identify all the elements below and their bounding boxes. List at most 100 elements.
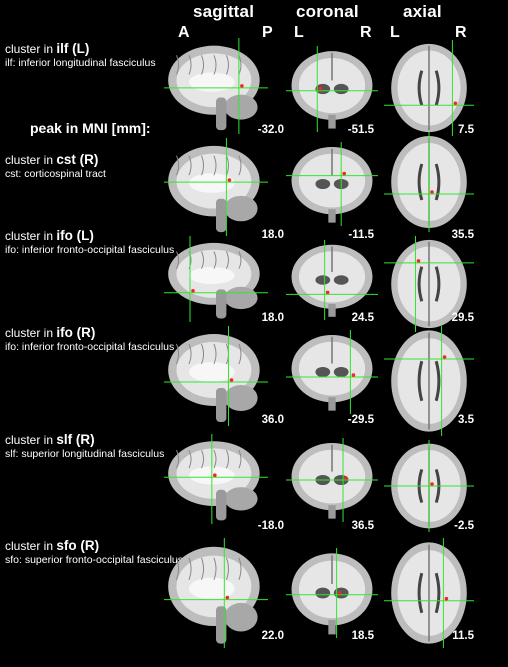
orient-sag-anterior: A xyxy=(178,24,190,41)
coord-sagittal-row-5: -18.0 xyxy=(257,520,284,532)
coord-sagittal-row-3: 18.0 xyxy=(261,312,284,324)
cluster-prefix: cluster in xyxy=(5,539,57,553)
cluster-marker xyxy=(227,178,232,182)
cluster-label-row-4: cluster in ifo (R)ifo: inferior fronto-o… xyxy=(5,326,174,354)
coord-coronal-row-5: 36.5 xyxy=(351,520,374,532)
header-axial: axial xyxy=(403,2,442,21)
coord-axial-row-5: -2.5 xyxy=(454,520,474,532)
cerebellum xyxy=(224,487,258,511)
tract-name: cst xyxy=(56,152,76,167)
cluster-marker xyxy=(416,259,421,263)
cluster-marker xyxy=(344,476,348,480)
sagittal-slice-row-2 xyxy=(164,138,268,236)
sagittal-slice-row-3 xyxy=(164,236,268,322)
cerebellum xyxy=(224,286,258,310)
hemisphere: (R) xyxy=(72,325,96,340)
coord-axial-row-2: 35.5 xyxy=(451,229,474,241)
header-coronal: coronal xyxy=(296,2,359,21)
coord-sagittal-row-6: 22.0 xyxy=(261,630,284,642)
coord-axial-row-1: 7.5 xyxy=(458,124,474,136)
brainstem xyxy=(216,198,227,233)
cluster-marker xyxy=(318,86,323,91)
coord-coronal-row-1: -51.5 xyxy=(347,124,374,136)
tract-name: ilf xyxy=(56,41,69,56)
tract-description: sfo: superior fronto-occipital fasciculu… xyxy=(5,554,183,566)
cluster-label-row-3: cluster in ifo (L)ifo: inferior fronto-o… xyxy=(5,229,174,257)
tract-description: ifo: inferior fronto-occipital fasciculu… xyxy=(5,341,175,353)
hemisphere: (L) xyxy=(68,41,90,56)
tract-name: slf xyxy=(56,432,73,447)
coronal-slice-row-6 xyxy=(286,548,378,638)
tract-description: ifo: inferior fronto-occipital fasciculu… xyxy=(5,244,175,256)
cluster-prefix: cluster in xyxy=(5,433,57,447)
sagittal-slice-row-5 xyxy=(164,434,268,524)
axial-slice-row-4 xyxy=(384,326,474,436)
coronal-slice-row-5 xyxy=(286,438,378,522)
cluster-marker xyxy=(430,482,434,486)
tract-name: ifo xyxy=(56,325,73,340)
hemisphere: (L) xyxy=(72,228,94,243)
sagittal-slice-row-4 xyxy=(164,326,268,426)
cluster-prefix: cluster in xyxy=(5,326,57,340)
cluster-marker xyxy=(229,378,234,382)
brainstem xyxy=(216,289,227,319)
brainstem xyxy=(216,97,227,131)
cluster-marker xyxy=(337,591,342,595)
tract-description: cst: corticospinal tract xyxy=(5,168,106,180)
coord-axial-row-3: 29.5 xyxy=(451,312,474,324)
header-sagittal: sagittal xyxy=(193,2,255,21)
axial-slice-row-5 xyxy=(384,440,474,532)
cluster-prefix: cluster in xyxy=(5,229,57,243)
coord-coronal-row-3: 24.5 xyxy=(351,312,374,324)
cerebellum xyxy=(224,94,258,120)
cluster-marker xyxy=(430,190,434,194)
cluster-marker xyxy=(325,290,330,295)
cerebellum xyxy=(224,195,258,222)
cluster-label-row-6: cluster in sfo (R)sfo: superior fronto-o… xyxy=(5,539,183,567)
peak-mni-label: peak in MNI [mm]: xyxy=(30,120,151,136)
cluster-marker xyxy=(225,595,230,600)
axial-slice-row-1 xyxy=(384,40,474,136)
sagittal-slice-row-6 xyxy=(164,538,268,648)
brainstem xyxy=(216,388,227,422)
cerebellum xyxy=(224,385,258,411)
cluster-marker xyxy=(453,101,458,106)
cluster-marker xyxy=(213,473,217,477)
orient-cor-right: R xyxy=(360,24,372,41)
tract-description: slf: superior longitudinal fasciculus xyxy=(5,448,165,460)
coord-sagittal-row-4: 36.0 xyxy=(261,414,284,426)
sagittal-slice-row-1 xyxy=(164,38,268,134)
brainstem xyxy=(216,606,227,644)
orient-ax-right: R xyxy=(455,24,467,41)
coord-sagittal-row-1: -32.0 xyxy=(257,124,284,136)
brainstem xyxy=(216,489,227,521)
coord-coronal-row-4: -29.5 xyxy=(347,414,374,426)
coord-axial-row-6: 11.5 xyxy=(452,630,474,642)
cluster-marker xyxy=(342,171,346,176)
axial-slice-row-6 xyxy=(384,538,474,648)
cluster-label-row-5: cluster in slf (R)slf: superior longitud… xyxy=(5,433,164,461)
hemisphere: (R) xyxy=(76,538,100,553)
cluster-marker xyxy=(240,84,244,88)
hemisphere: (R) xyxy=(72,432,95,447)
coord-coronal-row-6: 18.5 xyxy=(351,630,374,642)
coord-sagittal-row-2: 18.0 xyxy=(261,229,284,241)
cluster-marker xyxy=(442,355,447,359)
hemisphere: (R) xyxy=(75,152,99,167)
orient-sag-posterior: P xyxy=(262,24,273,41)
cluster-label-row-1: cluster in ilf (L)ilf: inferior longitud… xyxy=(5,42,156,70)
cluster-marker xyxy=(191,288,195,293)
coronal-slice-row-2 xyxy=(286,142,378,226)
tract-name: ifo xyxy=(56,228,73,243)
coronal-slice-row-4 xyxy=(286,330,378,414)
cluster-prefix: cluster in xyxy=(5,42,57,56)
cluster-prefix: cluster in xyxy=(5,153,57,167)
cerebellum xyxy=(224,602,258,632)
tract-name: sfo xyxy=(56,538,77,553)
orient-cor-left: L xyxy=(294,24,304,41)
tract-description: ilf: inferior longitudinal fasciculus xyxy=(5,57,156,69)
cluster-marker xyxy=(444,596,449,601)
coronal-slice-row-1 xyxy=(286,46,378,132)
axial-slice-row-2 xyxy=(384,132,474,232)
